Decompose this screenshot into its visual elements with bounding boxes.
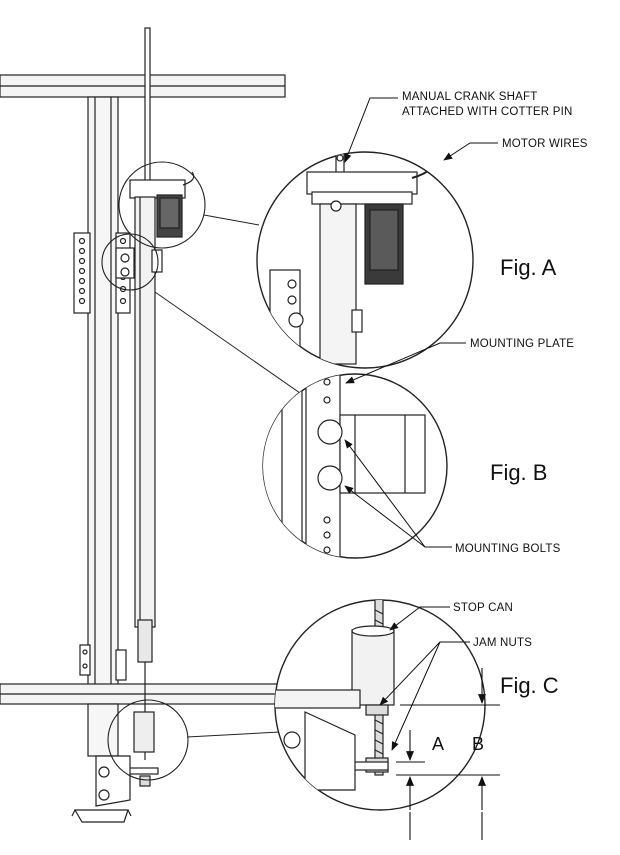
label-crank-shaft-line1: MANUAL CRANK SHAFT xyxy=(402,91,537,103)
bottom-beam xyxy=(0,683,283,705)
callout-leaders xyxy=(344,97,498,751)
label-jam-nuts: JAM NUTS xyxy=(473,637,532,649)
fig-b-title: Fig. B xyxy=(490,460,547,485)
actuator-tube xyxy=(134,196,156,760)
label-crank-shaft-line2: ATTACHED WITH COTTER PIN xyxy=(402,106,572,118)
fig-a-title: Fig. A xyxy=(500,255,557,280)
label-mounting-bolts: MOUNTING BOLTS xyxy=(455,543,561,555)
label-motor-wires: MOTOR WIRES xyxy=(502,138,588,150)
fig-a-detail xyxy=(256,151,474,369)
main-structure xyxy=(0,27,286,823)
vertical-post xyxy=(87,96,119,688)
top-beam xyxy=(0,74,286,98)
detail-callout-circles xyxy=(101,161,206,781)
label-stop-can: STOP CAN xyxy=(453,602,513,614)
dimension-a-label: A xyxy=(432,734,444,754)
label-mounting-plate: MOUNTING PLATE xyxy=(470,338,574,350)
fig-b-detail xyxy=(262,373,448,559)
lower-bracket xyxy=(71,755,132,823)
stop-can-small xyxy=(127,711,159,787)
actuator-head xyxy=(129,171,195,238)
fig-c-title: Fig. C xyxy=(500,673,559,698)
dimension-lines xyxy=(396,668,500,840)
dimension-b-label: B xyxy=(472,734,484,754)
fig-c-detail xyxy=(274,599,486,811)
detail-leaders xyxy=(154,214,311,738)
